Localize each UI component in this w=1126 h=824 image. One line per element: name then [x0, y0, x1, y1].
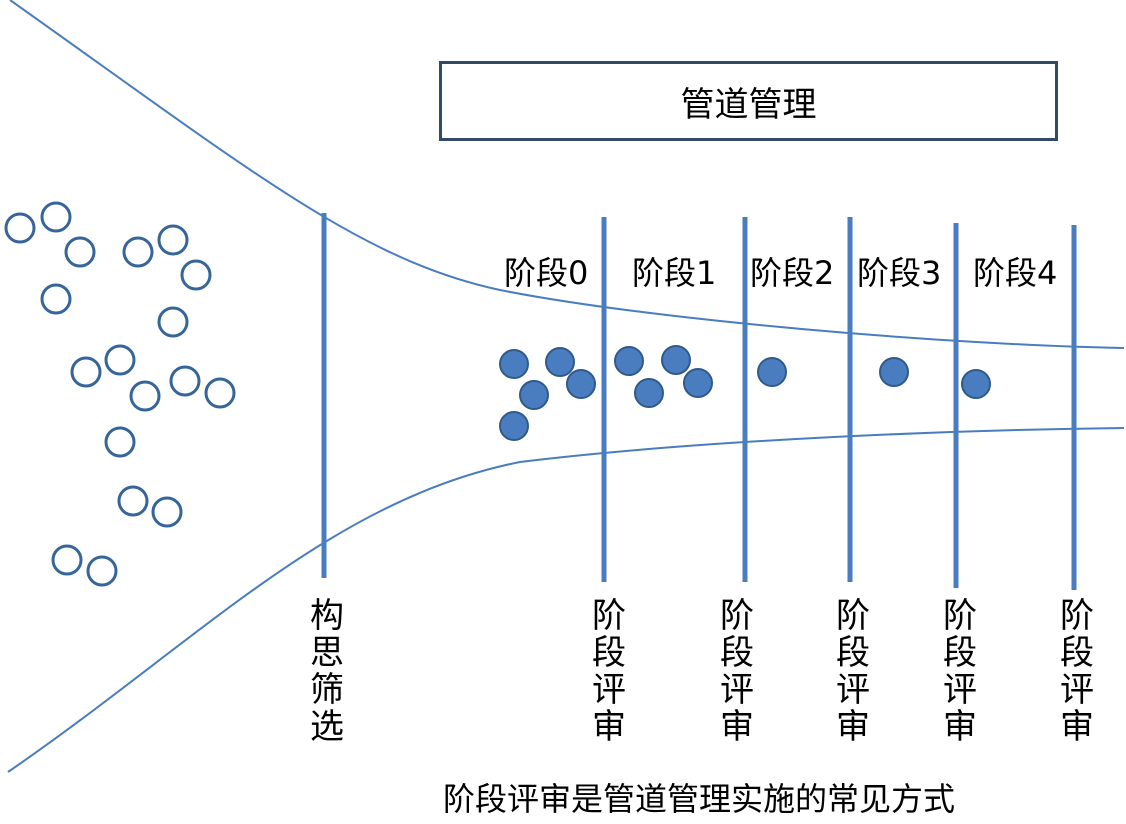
project-dots [499, 345, 991, 441]
idea-circle [122, 236, 154, 268]
idea-circle [86, 555, 118, 587]
stage-label-0: 阶段0 [504, 254, 589, 292]
idea-circle [151, 496, 183, 528]
diagram-caption: 阶段评审是管道管理实施的常见方式 [443, 780, 956, 818]
idea-circle [117, 485, 149, 517]
idea-circle [157, 224, 189, 256]
idea-circle [157, 306, 189, 338]
project-dot [634, 378, 664, 408]
idea-circle [40, 201, 72, 233]
idea-circle [129, 380, 161, 412]
project-dot [499, 349, 529, 379]
idea-circle [104, 344, 136, 376]
stage-review-label-4: 阶段评审 [943, 596, 977, 747]
idea-circle [64, 236, 96, 268]
stage-label-3: 阶段3 [857, 254, 942, 292]
idea-circle [70, 356, 102, 388]
title-text: 管道管理 [680, 84, 817, 125]
project-dot [566, 369, 596, 399]
project-dot [614, 346, 644, 376]
project-dot [499, 411, 529, 441]
project-dot [757, 357, 787, 387]
stage-label-4: 阶段4 [973, 254, 1058, 292]
project-dot [519, 380, 549, 410]
idea-circle [104, 426, 136, 458]
stage-review-label-5: 阶段评审 [1060, 596, 1094, 747]
project-dot [683, 368, 713, 398]
stage-label-2: 阶段2 [750, 254, 835, 292]
project-dot [545, 347, 575, 377]
stage-review-label-1: 阶段评审 [592, 596, 626, 747]
project-dot [661, 345, 691, 375]
stage-label-1: 阶段1 [632, 254, 717, 292]
idea-circle [180, 259, 212, 291]
project-dot [961, 369, 991, 399]
funnel-top-curve [9, 0, 1125, 349]
idea-circle [51, 544, 83, 576]
idea-circle [169, 365, 201, 397]
idea-circle [4, 212, 36, 244]
idea-circles [4, 201, 236, 587]
stage-review-label-2: 阶段评审 [720, 596, 754, 747]
idea-circle [40, 283, 72, 315]
pipeline-management-title: 管道管理 [439, 61, 1058, 141]
idea-circle [204, 377, 236, 409]
project-dot [879, 357, 909, 387]
stage-review-label-3: 阶段评审 [836, 596, 870, 747]
idea-screen-label: 构思筛选 [310, 596, 344, 747]
funnel-bottom-curve [7, 427, 1125, 773]
